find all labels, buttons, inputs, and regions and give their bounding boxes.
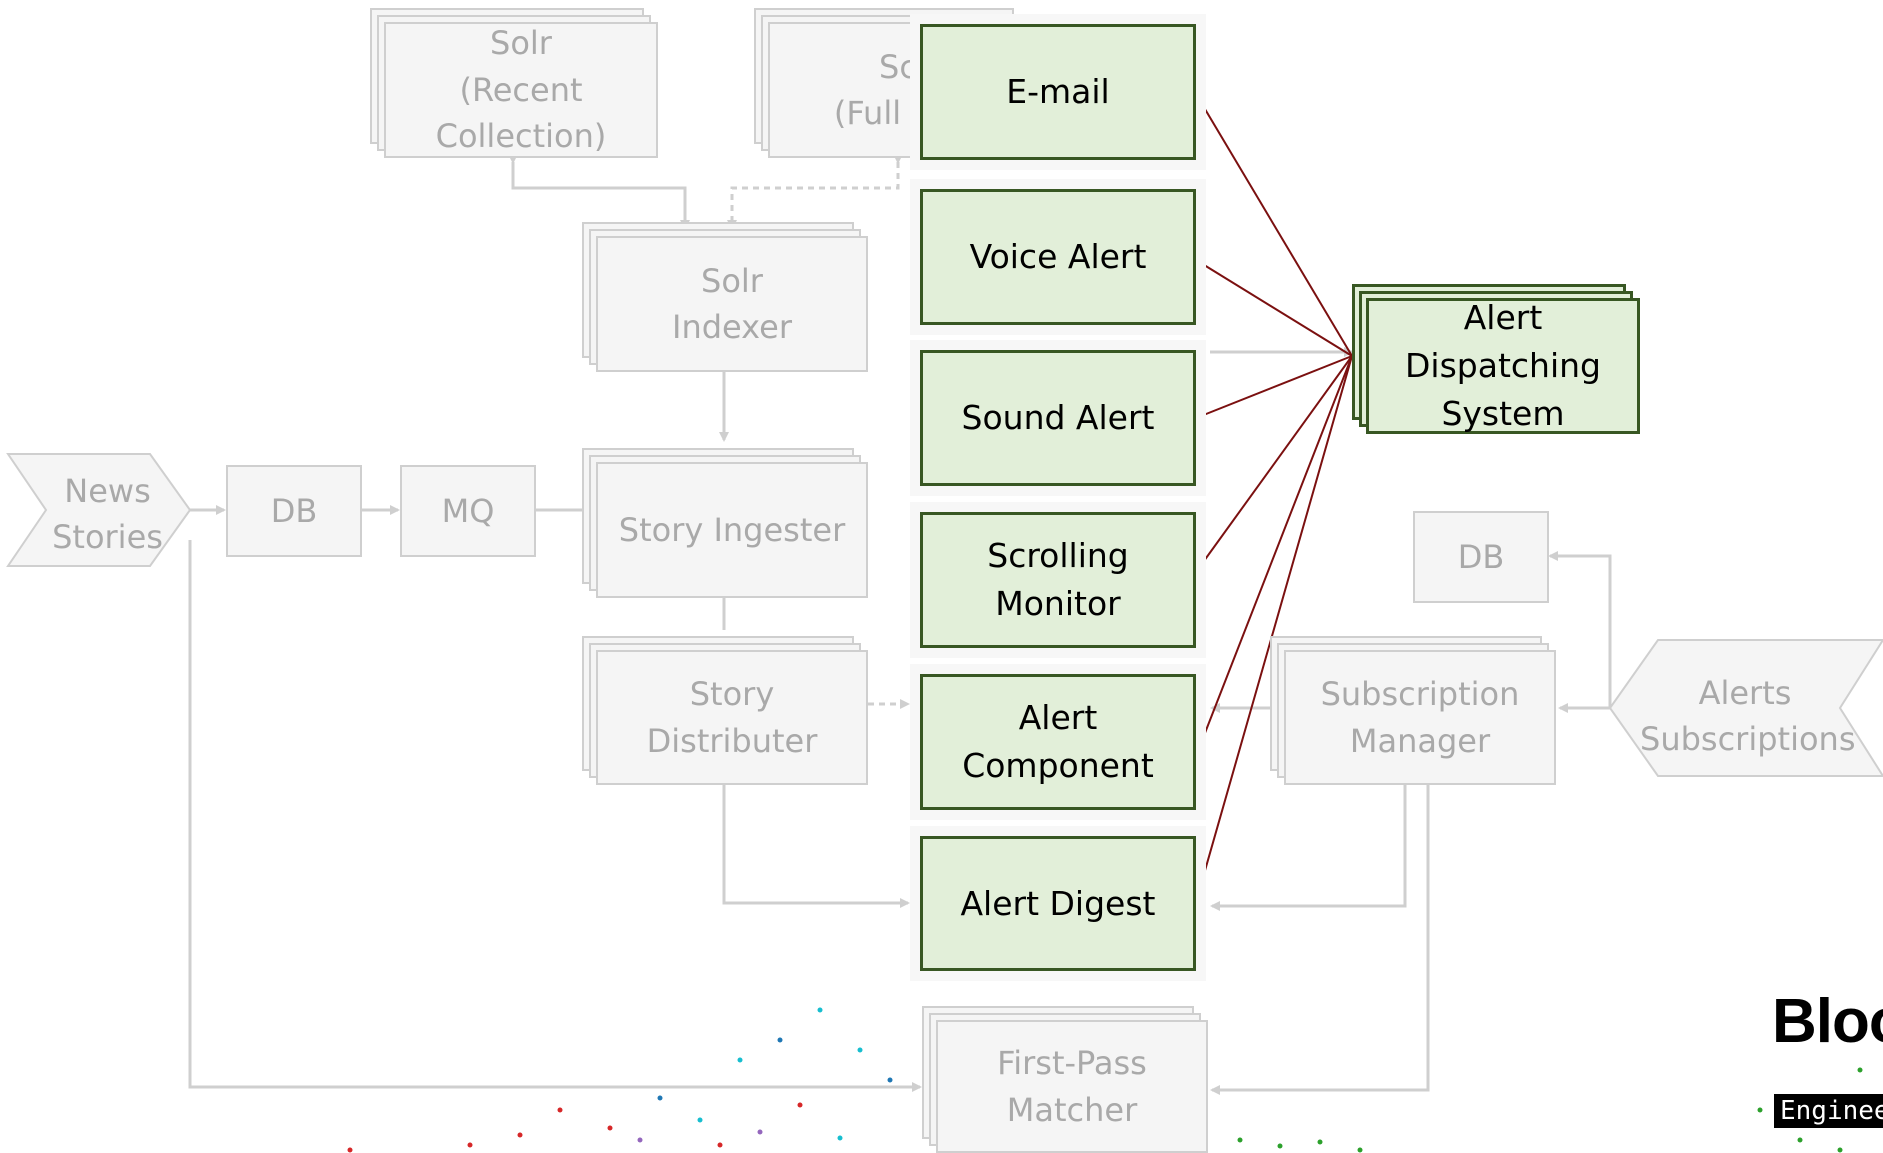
brand-tag: Enginee [1774, 1094, 1883, 1128]
subscription-manager-box: Subscription Manager [1284, 650, 1556, 785]
solr-recent-box: Solr (Recent Collection) [384, 22, 658, 158]
news-stories-label: News Stories [52, 472, 163, 557]
brand-logo: Bloo [1772, 987, 1883, 1056]
voice-alert-box: Voice Alert [920, 189, 1196, 325]
edge-subscription-matcher [1210, 785, 1430, 1095]
story-ingester-box: Story Ingester [596, 462, 868, 598]
edge-dispatch-voice [1194, 258, 1353, 357]
alert-dispatching-system-box: Alert Dispatching System [1366, 298, 1640, 434]
edge-distributer-digest [722, 785, 910, 908]
edge-alerts-db [1548, 551, 1612, 708]
alert-digest-box: Alert Digest [920, 836, 1196, 971]
email-box: E-mail [920, 24, 1196, 160]
mq-box: MQ [400, 465, 536, 557]
edge-dispatch-component [1194, 355, 1353, 758]
sound-alert-box: Sound Alert [920, 350, 1196, 486]
first-pass-matcher-box: First-Pass Matcher [936, 1020, 1208, 1153]
db-right-box: DB [1413, 511, 1549, 603]
edge-dispatch-digest [1193, 355, 1353, 904]
story-distributer-box: Story Distributer [596, 650, 868, 785]
edge-dispatch-email [1194, 92, 1353, 357]
solr-indexer-box: Solr Indexer [596, 236, 868, 372]
alert-component-box: Alert Component [920, 674, 1196, 810]
db-left-box: DB [226, 465, 362, 557]
alerts-subscriptions-shape [1608, 639, 1883, 777]
decorative-dot-cluster [347, 1007, 1863, 1153]
edge-dispatch-sound [1194, 355, 1353, 420]
edge-dispatch-scrolling [1194, 355, 1353, 574]
news-stories-shape [6, 453, 192, 567]
edge-subscription-digest [1210, 785, 1407, 911]
edge-news-matcher [188, 540, 922, 1092]
scrolling-monitor-box: Scrolling Monitor [920, 512, 1196, 648]
alerts-subscriptions-label: Alerts Subscriptions [1640, 674, 1856, 759]
edge-solr-recent-indexer [508, 154, 690, 230]
edge-solr-full-indexer [727, 154, 903, 230]
